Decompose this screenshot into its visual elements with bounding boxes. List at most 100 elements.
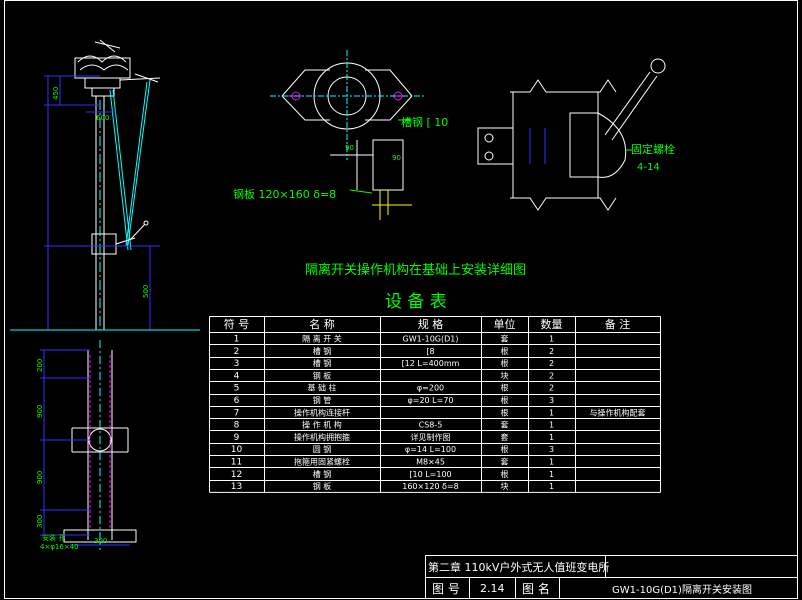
foundation-elevation: 200 900 900 300 300 安装 孔 4×φ16×40 <box>36 340 137 551</box>
pole-elevation: 450 600 500 <box>44 39 161 331</box>
table-cell: 4 <box>234 371 240 381</box>
table-cell: φ=14 L=100 <box>405 445 456 454</box>
table-cell: 钢 板 <box>313 481 332 491</box>
table-header-cell: 数量 <box>541 318 563 331</box>
fixing-bolt-label: 固定螺栓 <box>631 142 675 156</box>
clamp-detail: 90 90 槽钢 [ 10 钢板 120×160 δ=8 <box>233 50 448 220</box>
table-cell: 2 <box>549 384 554 393</box>
table-cell: 槽 钢 <box>313 469 332 479</box>
table-cell: 钢 管 <box>313 395 332 405</box>
table-cell: 5 <box>234 384 240 394</box>
table-cell: 根 <box>501 358 509 368</box>
dim-left-top: 450 <box>52 87 60 100</box>
table-cell: 1 <box>549 458 554 467</box>
table-cell: φ=20 L=70 <box>407 396 453 405</box>
dim-pole-bottom: 300 <box>36 515 44 528</box>
table-cell: 操 作 机 构 <box>302 420 342 430</box>
table-cell: 2 <box>234 347 240 357</box>
dim-pole-top: 200 <box>36 359 44 372</box>
table-cell: 2 <box>549 347 554 356</box>
table-cell: [12 L=400mm <box>402 359 460 368</box>
dim-bracket: 600 <box>96 114 109 122</box>
table-cell: 套 <box>501 334 509 344</box>
anchor-note-2: 4×φ16×40 <box>40 543 79 551</box>
table-cell: 1 <box>549 433 554 442</box>
chapter-label: 第二章 110kV户外式无人值班变电所 <box>428 560 609 574</box>
table-cell: 7 <box>234 408 240 418</box>
table-header-cell: 符 号 <box>224 318 250 331</box>
fixing-bolt-spec: 4-14 <box>637 162 660 173</box>
table-cell: 11 <box>231 458 242 468</box>
dim-pole-900a: 900 <box>36 405 44 418</box>
table-cell: 套 <box>501 432 509 442</box>
table-cell: 根 <box>501 444 509 454</box>
table-header-cell: 单位 <box>494 317 516 331</box>
fig-name-label: 图 名 <box>522 581 550 596</box>
steel-plate-label: 钢板 120×160 δ=8 <box>233 187 336 201</box>
table-cell: 1 <box>549 335 554 344</box>
table-cell: 详见制作图 <box>411 432 451 442</box>
table-cell: 6 <box>234 396 240 406</box>
table-cell: 钢 板 <box>313 370 332 380</box>
dim-foot: 300 <box>94 537 107 545</box>
dim-pole-900b: 900 <box>36 471 44 484</box>
table-title: 设 备 表 <box>385 292 447 312</box>
table-cell: 拖箍用固紧螺栓 <box>294 457 350 467</box>
table-cell: 1 <box>549 470 554 479</box>
table-cell: 2 <box>549 371 554 380</box>
table-cell: [10 L=100 <box>409 470 451 479</box>
table-cell: 12 <box>231 470 242 480</box>
table-cell: CS8-5 <box>419 421 443 430</box>
table-cell: 9 <box>234 433 240 443</box>
table-cell: 13 <box>231 482 242 492</box>
fig-name-value: GW1-10G(D1)隔离开关安装图 <box>612 583 752 596</box>
fig-no-value: 2.14 <box>480 582 505 595</box>
table-cell: 根 <box>501 469 509 479</box>
table-cell: 10 <box>231 445 243 455</box>
table-cell: 3 <box>549 445 554 454</box>
table-cell: 160×120 δ=8 <box>402 482 458 491</box>
equipment-table: 设 备 表 符 号 名 称 规 格 单位 数量 备 注 1 隔 离 开 关 GW1-10G(D1… <box>209 292 661 493</box>
table-cell: 8 <box>234 421 240 431</box>
drawing-frame <box>4 0 798 599</box>
drawing-title: 隔离开关操作机构在基础上安装详细图 <box>305 262 526 278</box>
table-cell: 块 <box>501 481 509 491</box>
table-cell: 套 <box>501 457 509 467</box>
table-header-cell: 规 格 <box>418 317 444 331</box>
table-cell: [8 <box>426 347 434 356</box>
mechanism-detail: 固定螺栓 4-14 <box>477 58 675 211</box>
table-cell: 1 <box>549 408 554 417</box>
table-cell: 圆 钢 <box>313 444 332 454</box>
table-cell: 1 <box>549 421 554 430</box>
table-header-cell: 备 注 <box>605 317 631 331</box>
table-cell: 根 <box>501 395 509 405</box>
table-cell: φ=200 <box>417 384 444 393</box>
table-cell: 1 <box>549 482 554 491</box>
table-cell: 3 <box>549 396 554 405</box>
table-cell: 3 <box>234 359 240 369</box>
table-cell: 槽 钢 <box>313 346 332 356</box>
table-cell: 根 <box>501 407 509 417</box>
table-cell: 块 <box>501 370 509 380</box>
table-cell: 根 <box>501 383 509 393</box>
dim-left-500: 500 <box>142 285 150 298</box>
table-cell: 2 <box>549 359 554 368</box>
dim-small-90: 90 <box>345 144 354 152</box>
fig-no-label: 图 号 <box>432 582 460 596</box>
table-cell: 槽 钢 <box>313 358 332 368</box>
table-cell: GW1-10G(D1) <box>403 335 459 344</box>
table-cell: 隔 离 开 关 <box>302 334 342 344</box>
table-cell: 与操作机构配套 <box>590 407 646 417</box>
table-header-cell: 名 称 <box>309 317 335 331</box>
title-block <box>425 555 798 599</box>
anchor-note-1: 安装 孔 <box>42 533 65 542</box>
table-cell: M8×45 <box>416 458 445 467</box>
table-cell: 套 <box>501 420 509 430</box>
table-cell: 根 <box>501 346 509 356</box>
table-cell: 操作机构连接杆 <box>294 407 350 417</box>
channel-steel-label: 槽钢 [ 10 <box>401 116 448 129</box>
table-cell: 操作机构拥抱箍 <box>294 432 350 442</box>
table-cell: 基 础 柱 <box>307 383 336 393</box>
dim-small-90b: 90 <box>392 154 401 162</box>
